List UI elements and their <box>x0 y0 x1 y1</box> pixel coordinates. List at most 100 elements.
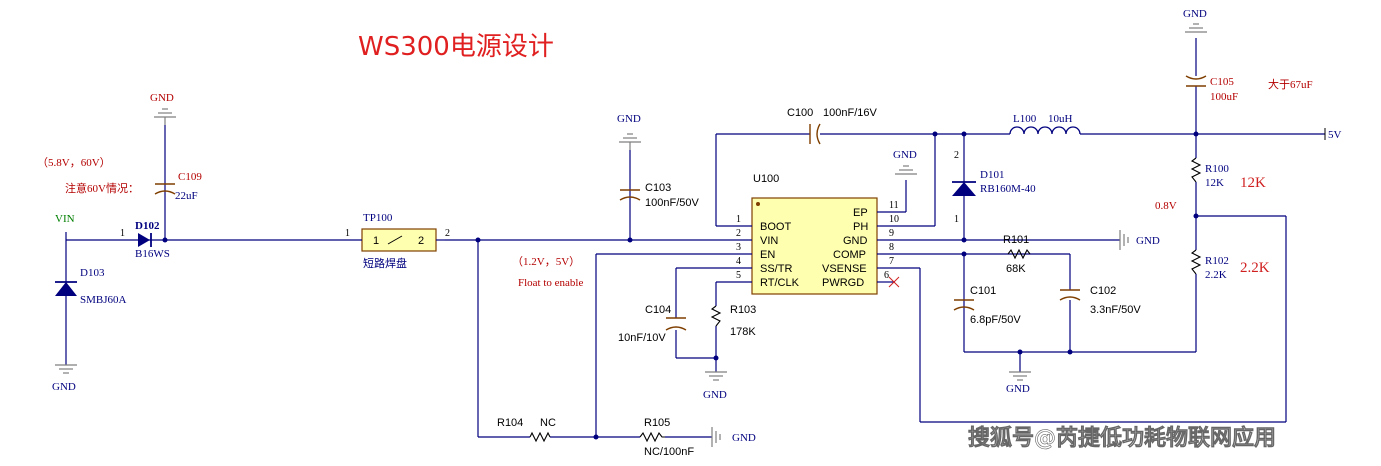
r101-value: 68K <box>1006 263 1026 275</box>
gnd-c109-label: GND <box>150 92 174 104</box>
c105-ref: C105 <box>1210 76 1234 88</box>
gnd-comp-label: GND <box>1006 383 1030 395</box>
l100-ref: L100 <box>1013 113 1037 125</box>
u100-pin-name: EN <box>760 249 775 261</box>
r100-symbol <box>1190 157 1202 183</box>
d102-ref: D102 <box>135 220 160 232</box>
tp100-symbol <box>340 228 445 252</box>
d102-symbol <box>138 233 152 247</box>
d102-pin: 1 <box>120 228 125 239</box>
d102-value: B16WS <box>135 248 170 260</box>
wires <box>65 38 1325 438</box>
c103-symbol <box>619 189 641 201</box>
c101-value: 6.8pF/50V <box>970 314 1021 326</box>
c100-value: 100nF/16V <box>823 107 877 119</box>
c109-value: 22uF <box>175 190 198 202</box>
r105-ref: R105 <box>644 417 670 429</box>
gnd-pin9 <box>1119 230 1129 250</box>
gnd-r105 <box>711 427 721 447</box>
u100-pin-num: 10 <box>889 214 899 225</box>
page-title: WS300电源设计 <box>358 32 554 62</box>
u100-left-pins: 1 BOOT 2 VIN 3 EN 4 SS/TR 5 RT/CLK <box>736 214 800 289</box>
u100-pin-num: 9 <box>889 228 894 239</box>
r101-ref: R101 <box>1003 234 1029 246</box>
r103-value: 178K <box>730 326 756 338</box>
u100-pin-num: 5 <box>736 270 741 281</box>
gnd-c103 <box>619 133 641 150</box>
r101-symbol <box>1007 248 1031 260</box>
c102-ref: C102 <box>1090 285 1116 297</box>
tp100-inner-1: 1 <box>373 235 379 247</box>
r100-big-label: 12K <box>1240 175 1266 191</box>
vin-net-label: VIN <box>55 213 75 225</box>
d103-value: SMBJ60A <box>80 294 127 306</box>
c103-value: 100nF/50V <box>645 197 699 209</box>
tp100-pin2: 2 <box>445 228 450 239</box>
gnd-c103-label: GND <box>617 113 641 125</box>
c104-symbol <box>665 317 687 331</box>
d103-symbol <box>55 281 77 296</box>
gnd-c105 <box>1185 23 1207 33</box>
u100-pin-num: 1 <box>736 214 741 225</box>
gnd-c109 <box>154 108 176 125</box>
u100-pin-name: GND <box>843 235 868 247</box>
u100-pin-name: VSENSE <box>822 263 867 275</box>
u100-pin-name: RT/CLK <box>760 277 800 289</box>
gnd-ep-label: GND <box>893 149 917 161</box>
tp100-inner-2: 2 <box>418 235 424 247</box>
gnd-c105-label: GND <box>1183 8 1207 20</box>
u100-pin-num: 6 <box>884 270 889 281</box>
tp100-desc: 短路焊盘 <box>363 256 407 270</box>
tp100-ref: TP100 <box>363 212 393 224</box>
u100-pin-name: VIN <box>760 235 778 247</box>
vin-range-label: （5.8V，60V） <box>37 156 111 169</box>
c102-symbol <box>1059 289 1081 301</box>
c105-note: 大于67uF <box>1268 77 1313 91</box>
vout-net-label: 5V <box>1328 129 1342 141</box>
u100-pin-name: PWRGD <box>822 277 864 289</box>
u100-pin-name: PH <box>853 221 868 233</box>
c103-ref: C103 <box>645 182 671 194</box>
r104-symbol <box>529 431 551 443</box>
u100-pin-num: 7 <box>889 256 894 267</box>
d101-symbol <box>952 181 976 196</box>
tp100-pin1: 1 <box>345 228 350 239</box>
r105-value: NC/100nF <box>644 446 694 458</box>
c100-ref: C100 <box>787 107 813 119</box>
d103-ref: D103 <box>80 267 105 279</box>
gnd-comp <box>1009 371 1031 381</box>
r102-ref: R102 <box>1205 255 1229 267</box>
gnd-symbols <box>55 23 1207 447</box>
r102-value: 2.2K <box>1205 269 1227 281</box>
gnd-r103-label: GND <box>703 389 727 401</box>
r100-ref: R100 <box>1205 163 1229 175</box>
r104-value: NC <box>540 417 556 429</box>
d101-pin1: 1 <box>954 214 959 225</box>
u100-pin-num: 11 <box>889 200 899 211</box>
u100-pin-num: 8 <box>889 242 894 253</box>
gnd-d103 <box>55 364 77 374</box>
u100-chip <box>735 197 880 295</box>
c101-symbol <box>953 299 975 311</box>
r104-ref: R104 <box>497 417 523 429</box>
c109-symbol <box>154 183 176 195</box>
u100-pin-name: SS/TR <box>760 263 792 275</box>
vin-note-label: 注意60V情况： <box>65 181 139 195</box>
c105-value: 100uF <box>1210 91 1238 103</box>
u100-pin-name: COMP <box>833 249 866 261</box>
r105-symbol <box>639 431 665 443</box>
gnd-ep <box>895 165 917 175</box>
r102-big-label: 2.2K <box>1240 260 1270 276</box>
u100-right-pins: EP 11 PH 10 GND 9 COMP 8 VSENSE 7 PWRGD … <box>822 200 899 289</box>
c104-ref: C104 <box>645 304 671 316</box>
c102-value: 3.3nF/50V <box>1090 304 1141 316</box>
gnd-d103-label: GND <box>52 381 76 393</box>
r103-ref: R103 <box>730 304 756 316</box>
d101-pin2: 2 <box>954 150 959 161</box>
d101-value: RB160M-40 <box>980 183 1036 195</box>
en-note-label: Float to enable <box>518 277 583 289</box>
d101-ref: D101 <box>980 169 1004 181</box>
c109-ref: C109 <box>178 171 202 183</box>
u100-pin-name: EP <box>853 207 868 219</box>
